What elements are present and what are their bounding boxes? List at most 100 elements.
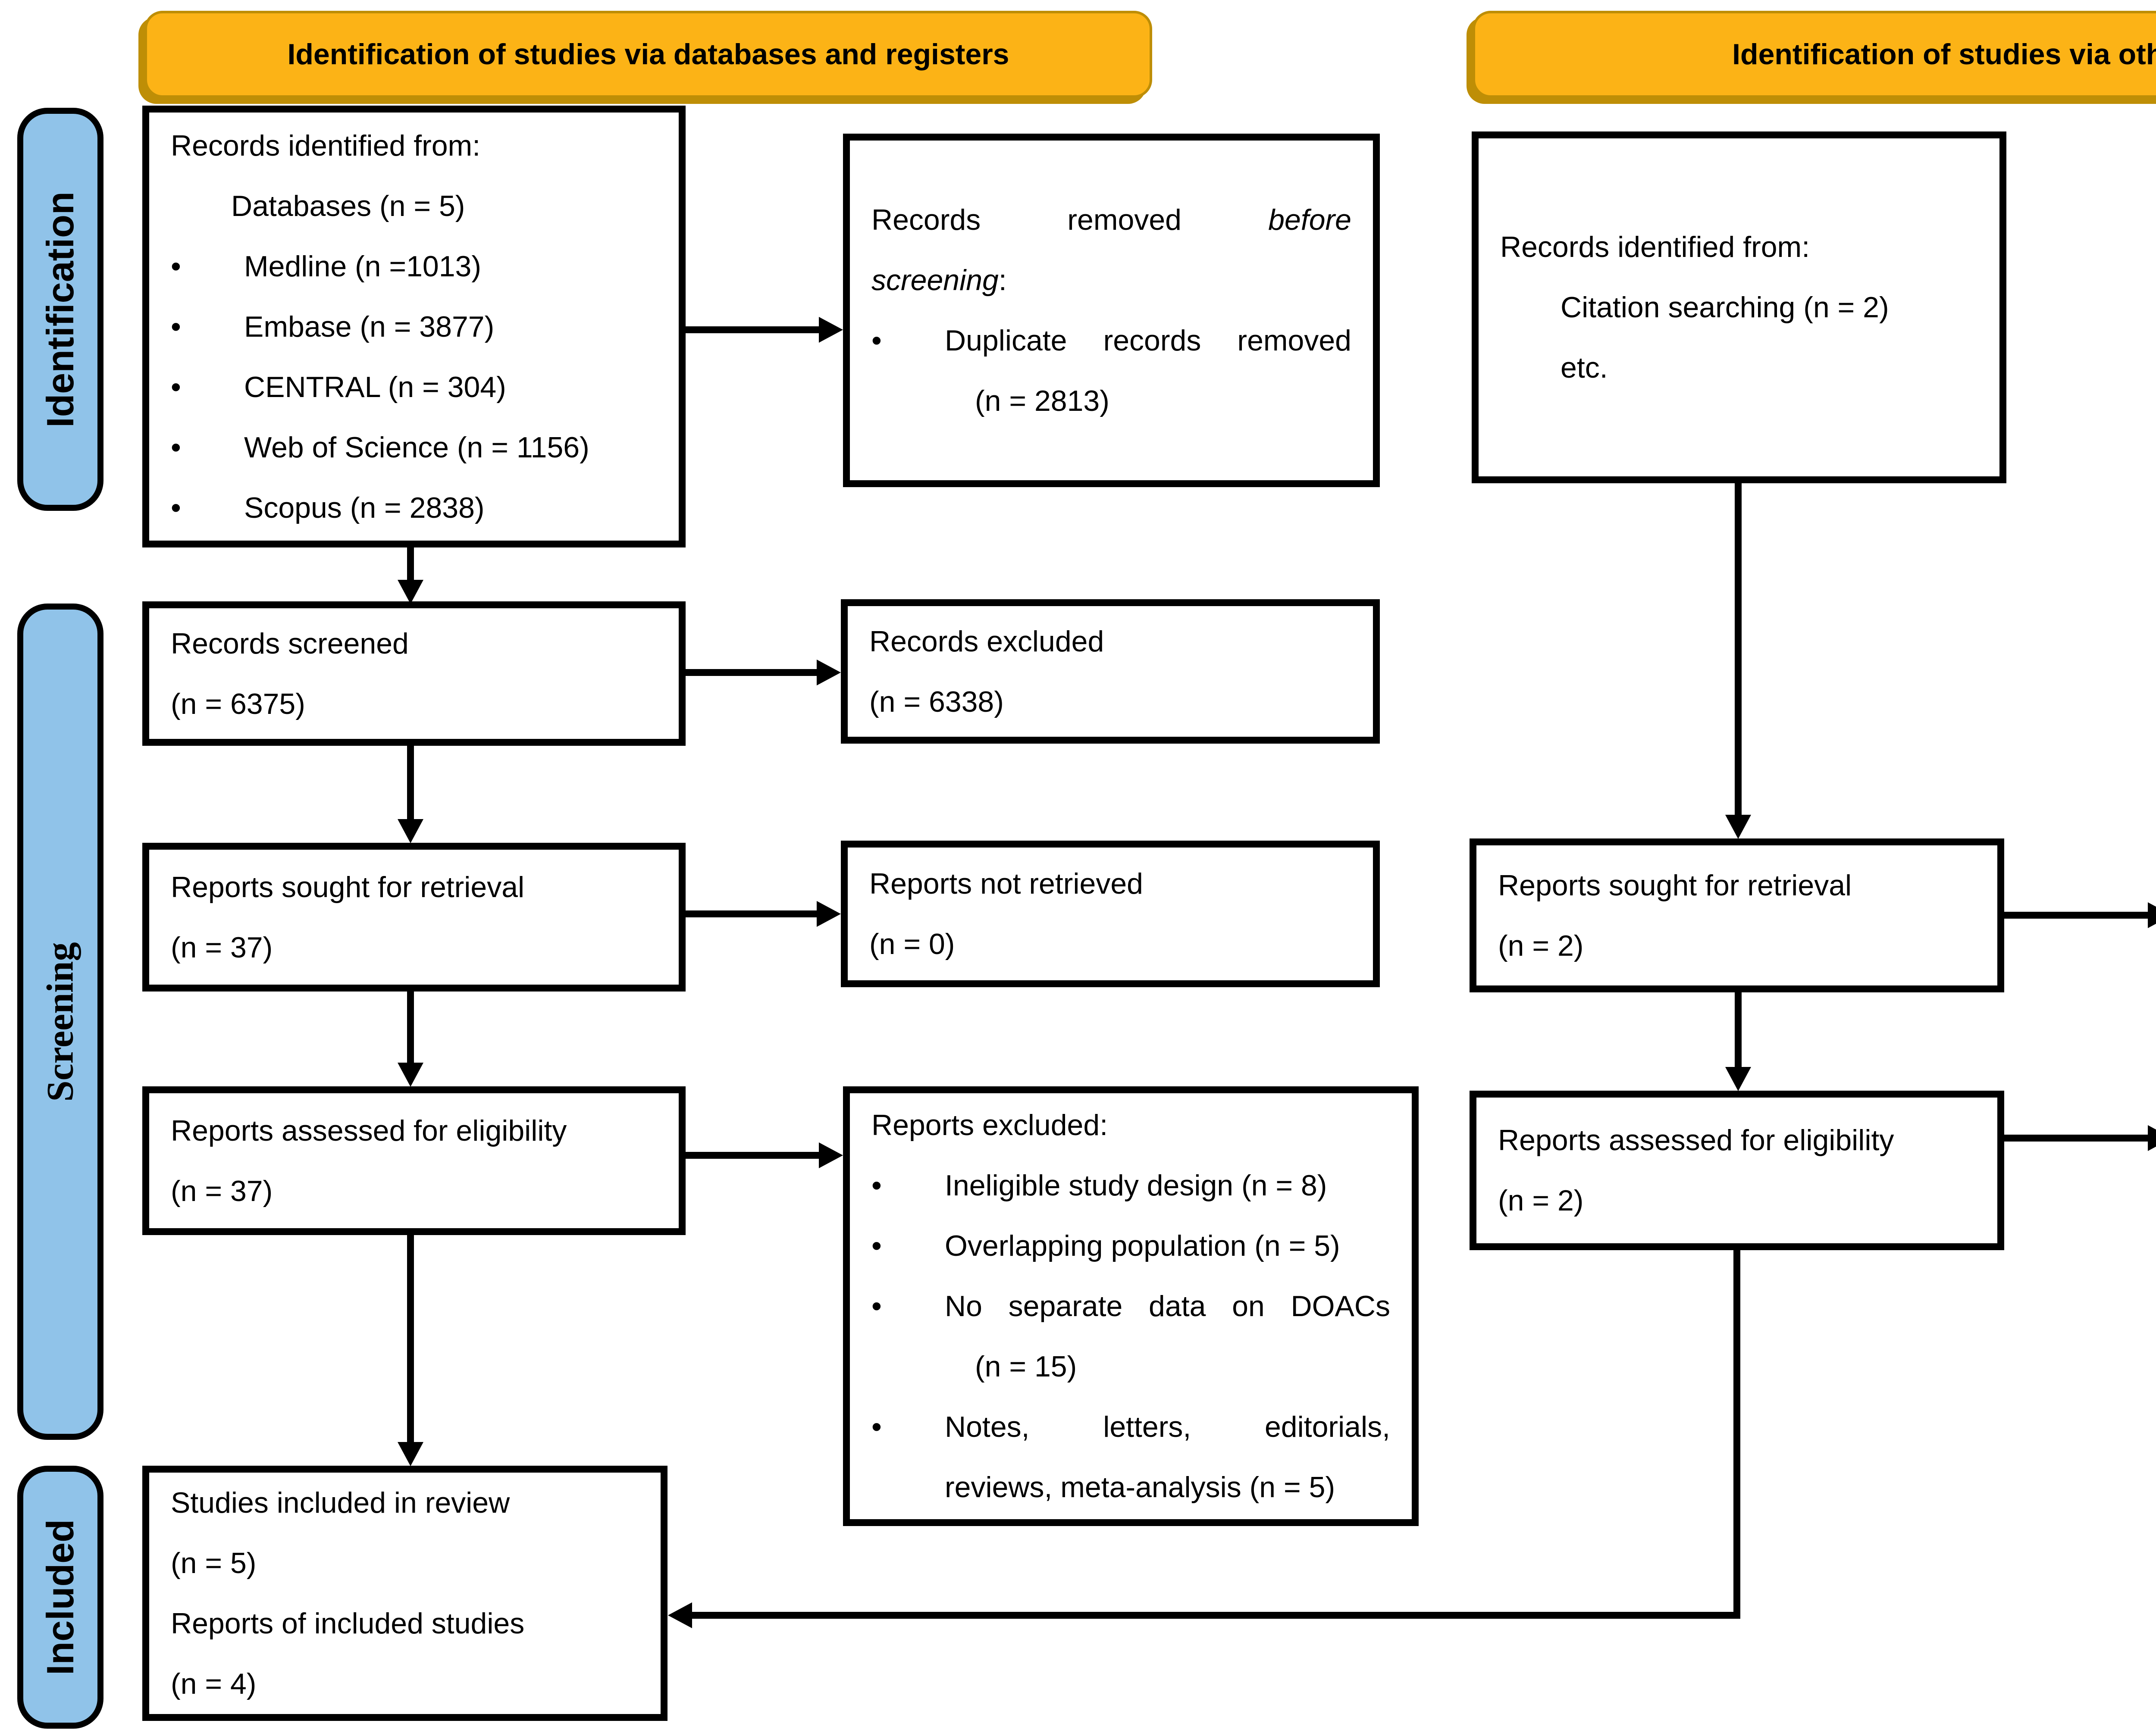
connector-other-to-included — [692, 1612, 1738, 1619]
title-italic: screening — [871, 264, 999, 297]
list-item: • Embase (n = 3877) — [171, 297, 657, 357]
header-databases-label: Identification of studies via databases … — [287, 38, 1009, 71]
box-line: Reports assessed for eligibility — [171, 1114, 567, 1147]
box-count: (n = 2) — [1498, 1184, 1584, 1217]
box-line: Reports not retrieved — [869, 867, 1143, 900]
list-item-text: Scopus (n = 2838) — [244, 491, 485, 524]
arrow-assessed-to-excluded — [686, 1152, 820, 1159]
header-other-label: Identification of studies via other meth… — [1732, 38, 2156, 71]
header-databases-registers: Identification of studies via databases … — [144, 11, 1152, 98]
list-item-text: CENTRAL (n = 304) — [244, 370, 506, 404]
bullet-icon: • — [171, 491, 181, 524]
list-item: • Scopus (n = 2838) — [171, 478, 657, 538]
list-item: • Web of Science (n = 1156) — [171, 417, 657, 478]
box-count: (n = 4) — [171, 1667, 257, 1700]
box-count: (n = 37) — [171, 931, 273, 964]
bullet-icon: • — [171, 370, 181, 404]
box-count: (n = 5) — [171, 1547, 257, 1580]
box-title: Records removed before — [871, 190, 1351, 250]
sidebar-included-label: Included — [39, 1519, 82, 1675]
box-line: Studies included in review — [171, 1486, 510, 1519]
box-line: Reports sought for retrieval — [1498, 869, 1852, 902]
box-subtitle: Databases (n = 5) — [231, 189, 465, 222]
arrow-sought-to-assessed — [407, 992, 414, 1065]
box-count: (n = 2) — [1498, 929, 1584, 962]
title-colon: : — [998, 264, 1007, 297]
list-item: • Overlapping population (n = 5) — [871, 1216, 1390, 1276]
box-reports-excluded-databases: Reports excluded: • Ineligible study des… — [843, 1086, 1419, 1526]
box-line: Records screened — [171, 627, 409, 660]
title-text: Records removed — [871, 203, 1181, 236]
arrow-assessed-to-included — [407, 1235, 414, 1444]
list-item: • No separate data on DOACs — [871, 1276, 1390, 1336]
connector-assessed-other-down — [1733, 1250, 1740, 1619]
box-records-identified-databases: Records identified from: Databases (n = … — [142, 106, 686, 547]
bullet-icon: • — [171, 431, 181, 464]
box-count: (n = 6338) — [869, 685, 1004, 718]
box-title-line2: screening: — [871, 250, 1351, 310]
box-title: Records identified from: — [1500, 231, 1810, 263]
list-item-text: Overlapping population (n = 5) — [945, 1229, 1340, 1262]
list-item: • Ineligible study design (n = 8) — [871, 1155, 1390, 1216]
title-italic: before — [1268, 203, 1351, 236]
box-records-excluded: Records excluded (n = 6338) — [841, 599, 1380, 744]
box-line: etc. — [1561, 351, 1608, 384]
arrow-assessed-other-to-excluded — [2004, 1135, 2150, 1142]
box-reports-sought-databases: Reports sought for retrieval (n = 37) — [142, 843, 686, 992]
sidebar-included: Included — [17, 1466, 103, 1729]
arrowhead-right-icon — [817, 660, 841, 685]
sidebar-identification-label: Identification — [39, 191, 81, 428]
list-item-text: No separate data on DOACs — [945, 1290, 1390, 1323]
list-item-text: Duplicate records removed — [945, 324, 1351, 357]
box-count: (n = 6375) — [171, 687, 305, 720]
box-title: Reports excluded: — [871, 1109, 1108, 1142]
arrow-identified-to-removed — [686, 326, 820, 333]
arrowhead-right-icon — [2148, 1125, 2156, 1151]
arrowhead-down-icon — [398, 819, 423, 843]
arrowhead-right-icon — [819, 1142, 843, 1168]
list-item-text: Notes, letters, editorials, — [945, 1411, 1390, 1443]
arrow-sought-other-to-assessed — [1735, 992, 1742, 1067]
arrowhead-right-icon — [817, 901, 841, 927]
list-item-text: Medline (n =1013) — [244, 250, 482, 283]
box-records-identified-other: Records identified from: Citation search… — [1472, 131, 2006, 483]
list-item-text: Embase (n = 3877) — [244, 310, 495, 343]
bullet-icon: • — [871, 324, 882, 357]
list-item-continuation: (n = 15) — [975, 1350, 1077, 1383]
sidebar-screening: Screening — [17, 604, 103, 1440]
arrowhead-left-icon — [668, 1602, 692, 1628]
list-item-continuation: (n = 2813) — [975, 385, 1109, 417]
arrowhead-down-icon — [1725, 1067, 1751, 1091]
box-reports-sought-other: Reports sought for retrieval (n = 2) — [1470, 838, 2004, 992]
box-line: Reports of included studies — [171, 1607, 525, 1640]
box-reports-not-retrieved-databases: Reports not retrieved (n = 0) — [841, 841, 1380, 987]
arrowhead-right-icon — [2148, 902, 2156, 928]
list-item-text: Ineligible study design (n = 8) — [945, 1169, 1327, 1202]
box-records-screened: Records screened (n = 6375) — [142, 601, 686, 746]
sidebar-identification: Identification — [17, 108, 103, 511]
arrow-screened-to-excluded — [686, 669, 818, 676]
arrow-citation-to-sought — [1735, 483, 1742, 817]
arrowhead-down-icon — [398, 1063, 423, 1087]
arrowhead-down-icon — [398, 1442, 423, 1466]
list-item-text: Web of Science (n = 1156) — [244, 431, 589, 464]
box-line: Reports sought for retrieval — [171, 870, 525, 904]
list-item: • Duplicate records removed — [871, 310, 1351, 371]
box-reports-assessed-other: Reports assessed for eligibility (n = 2) — [1470, 1091, 2004, 1250]
arrowhead-down-icon — [398, 580, 423, 604]
box-title: Records identified from: — [171, 129, 481, 162]
list-item: • Medline (n =1013) — [171, 236, 657, 297]
box-line: Reports assessed for eligibility — [1498, 1124, 1894, 1157]
arrow-identified-to-screened — [407, 547, 414, 582]
list-item-continuation: reviews, meta-analysis (n = 5) — [945, 1471, 1335, 1504]
arrowhead-right-icon — [819, 317, 843, 343]
arrow-sought-to-not-retrieved — [686, 910, 818, 917]
arrow-screened-to-sought — [407, 746, 414, 821]
arrow-sought-other-to-not-retrieved — [2004, 912, 2150, 919]
box-studies-included: Studies included in review (n = 5) Repor… — [142, 1466, 667, 1721]
bullet-icon: • — [171, 310, 181, 343]
bullet-icon: • — [871, 1290, 882, 1323]
box-count: (n = 0) — [869, 928, 955, 960]
bullet-icon: • — [871, 1411, 882, 1443]
